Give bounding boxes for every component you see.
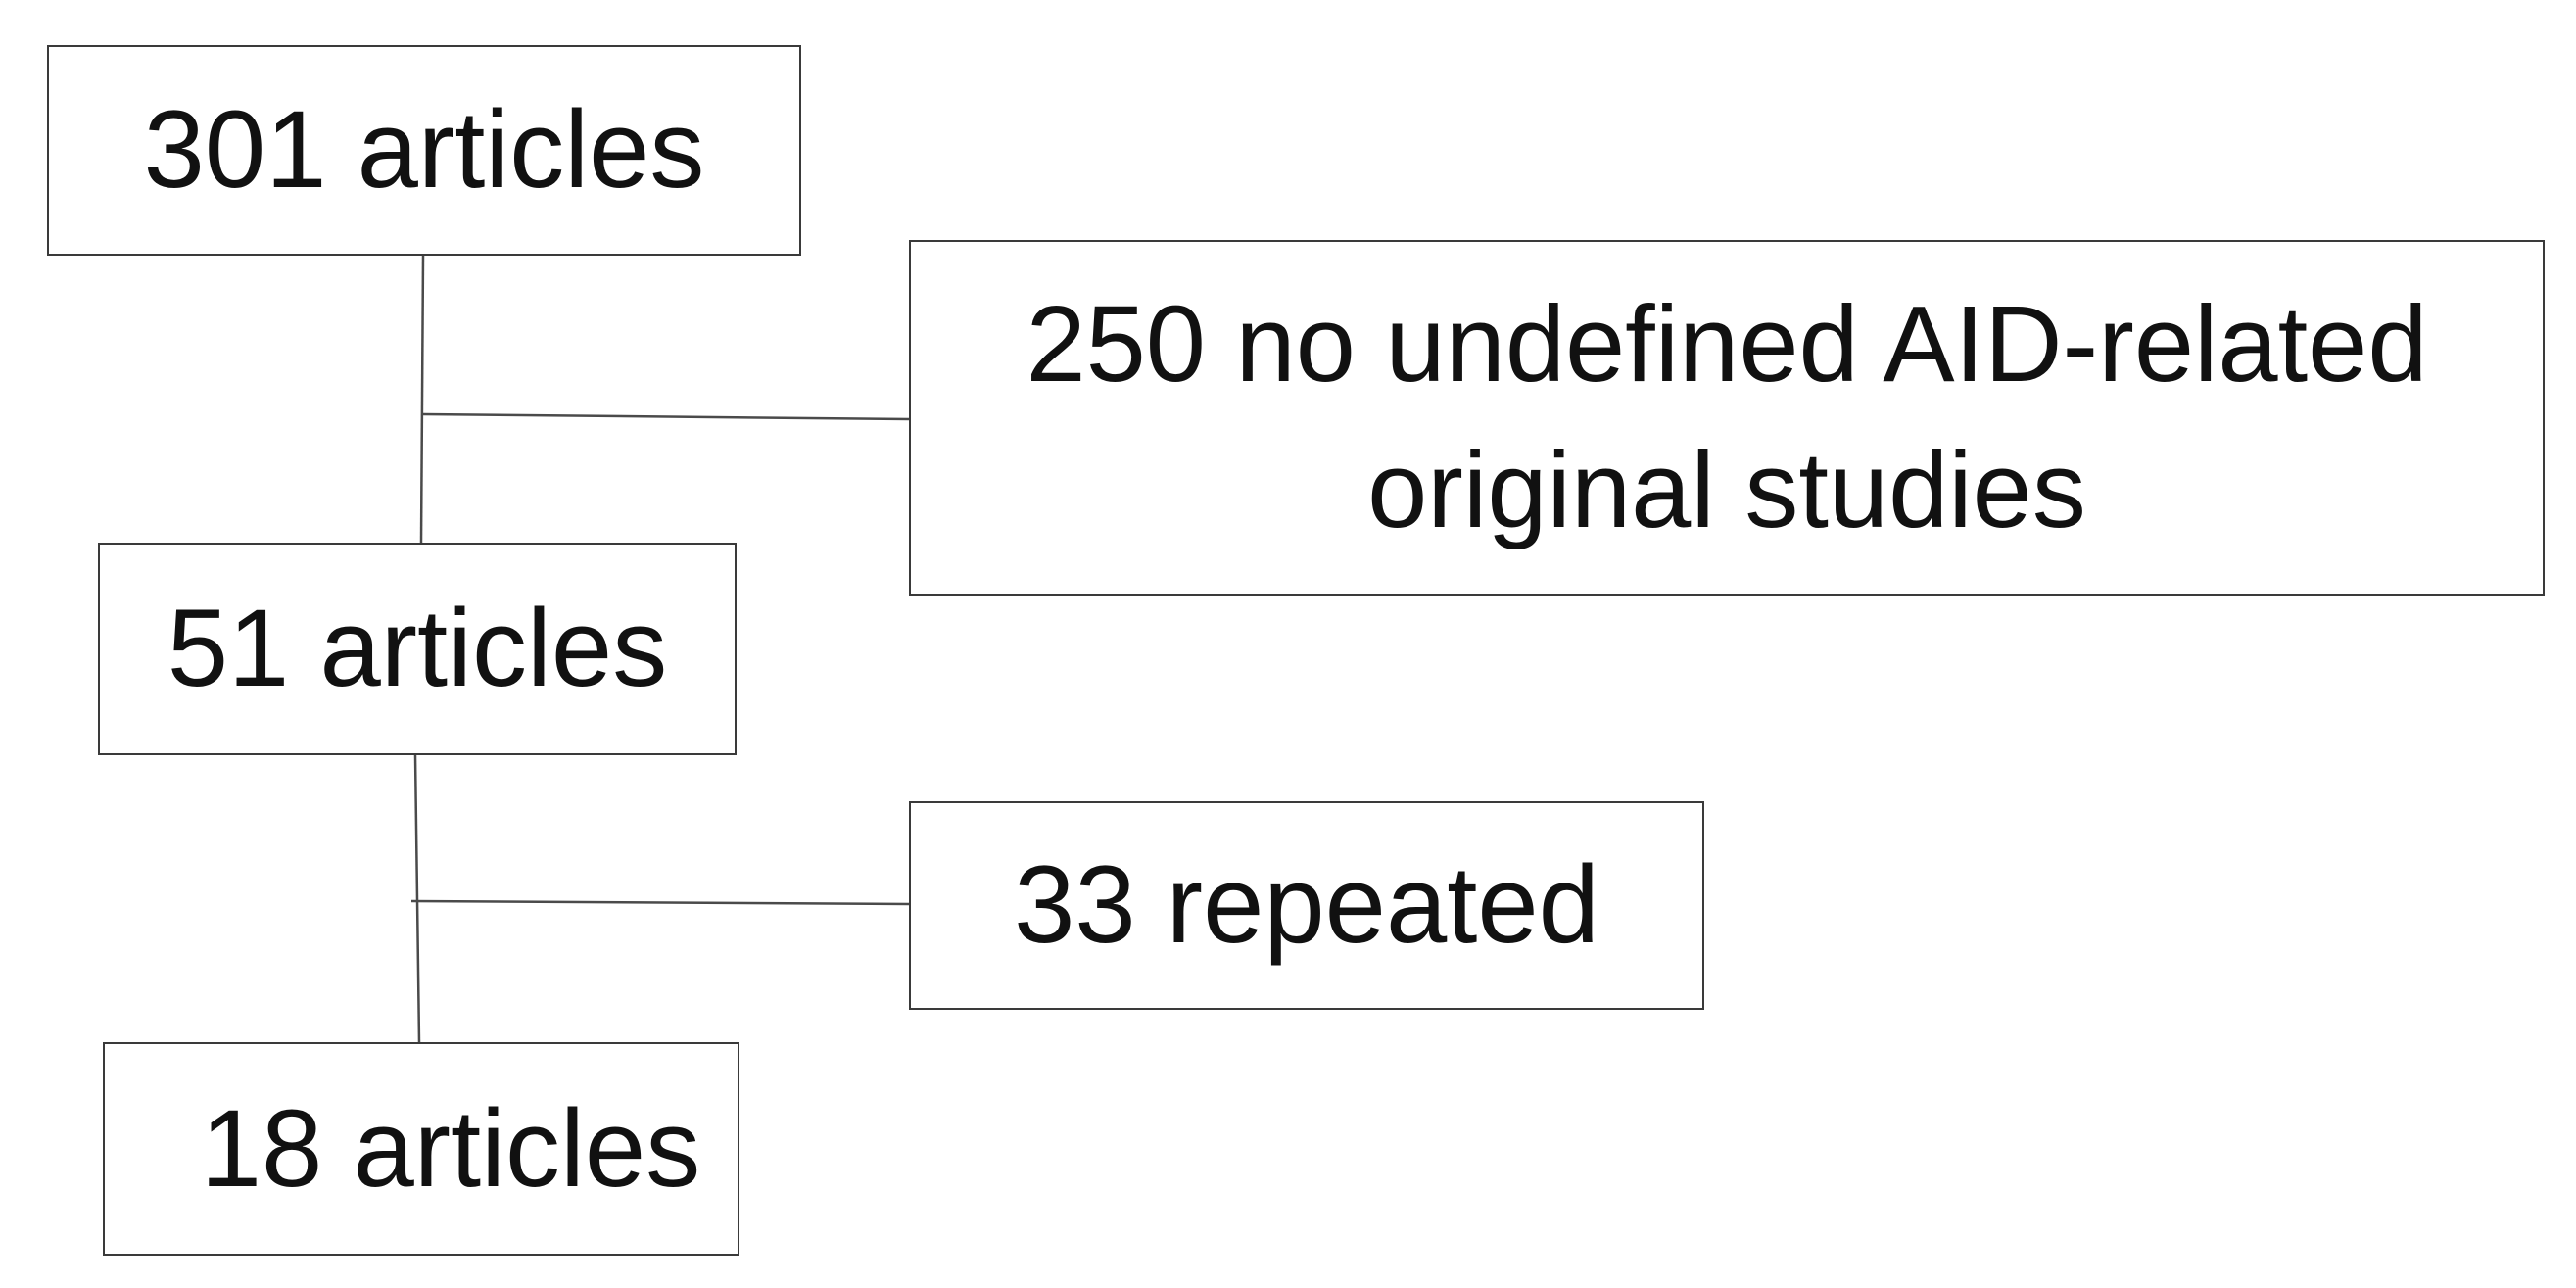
connector-301-to-51 [419,255,425,544]
connector-branch-to-250 [422,412,910,421]
box-18-articles: 18 articles [103,1042,739,1256]
box-33-repeated: 33 repeated [909,801,1704,1010]
box-18-label: 18 articles [200,1086,701,1210]
connector-51-to-18 [413,754,421,1043]
box-51-articles: 51 articles [98,543,737,755]
box-250-line1: 250 no undefined AID-related [1026,284,2428,405]
box-301-articles: 301 articles [47,45,801,256]
box-51-label: 51 articles [167,587,668,710]
box-250-excluded: 250 no undefined AID-related original st… [909,240,2545,596]
connector-branch-to-33 [410,899,910,906]
box-250-line2: original studies [1367,429,2086,550]
box-301-label: 301 articles [143,88,705,212]
box-33-label: 33 repeated [1014,843,1599,967]
box-250-text: 250 no undefined AID-related original st… [1026,272,2427,563]
